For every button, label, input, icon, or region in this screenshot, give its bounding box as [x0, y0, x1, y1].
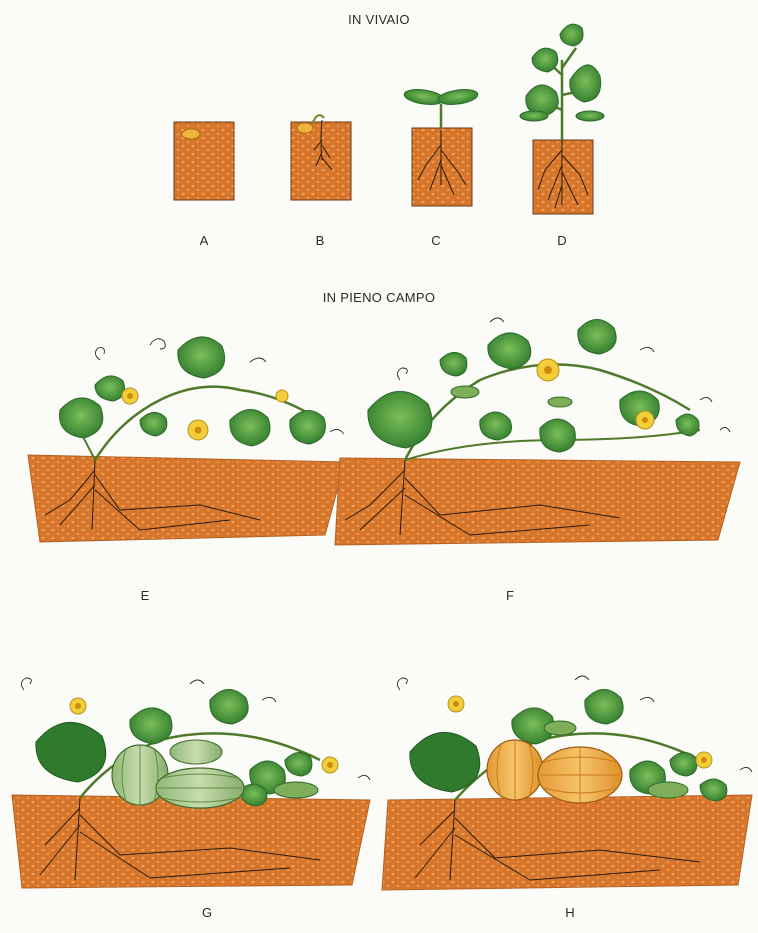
cotyledon-leaf-icon [403, 87, 445, 106]
flower-icon [537, 359, 559, 381]
cotyledon-leaf-icon [437, 87, 479, 106]
leaf-icon [290, 410, 326, 444]
young-melon-icon [274, 782, 318, 798]
young-melon-icon [548, 397, 572, 407]
stage-a-soil-block [174, 122, 234, 200]
stage-d-soil-block [520, 24, 604, 214]
leaf-icon [480, 412, 512, 440]
flower-icon [276, 390, 288, 402]
stage-b-soil-block [291, 115, 351, 200]
flower-icon [322, 757, 338, 773]
leaf-icon [95, 376, 125, 401]
leaf-icon [140, 412, 167, 436]
flower-icon [188, 420, 208, 440]
young-melon-icon [451, 386, 479, 398]
leaf-icon [578, 319, 616, 354]
leaf-icon [285, 752, 312, 776]
stage-c-soil-block [403, 87, 479, 206]
flower-icon [122, 388, 138, 404]
seedling-leaf-icon [560, 24, 583, 46]
stage-f-field [335, 318, 740, 545]
young-melon-icon [544, 721, 576, 735]
leaf-icon [60, 398, 103, 438]
germinating-seed-icon [297, 123, 313, 133]
tendril-icon [397, 318, 730, 432]
leaf-icon [230, 409, 270, 446]
leaf-icon [410, 732, 480, 792]
stage-g-field [12, 678, 370, 888]
leaf-icon [670, 752, 697, 776]
leaf-icon [540, 419, 576, 452]
leaf-icon [36, 722, 106, 782]
leaf-icon [210, 689, 248, 724]
stage-h-field [382, 676, 752, 890]
leaf-icon [130, 708, 172, 744]
leaf-icon [178, 337, 225, 378]
leaf-icon [488, 333, 531, 369]
stage-e-field [28, 337, 345, 542]
flower-icon [696, 752, 712, 768]
seedling-leaf-icon [532, 48, 558, 72]
leaf-icon [368, 391, 432, 448]
seed-icon [182, 129, 200, 139]
seedling-leaf-icon [570, 65, 601, 102]
young-melon-icon [648, 782, 688, 798]
flower-icon [70, 698, 86, 714]
flower-icon [448, 696, 464, 712]
leaf-icon [585, 689, 623, 724]
flower-icon [636, 411, 654, 429]
leaf-icon [440, 352, 467, 376]
